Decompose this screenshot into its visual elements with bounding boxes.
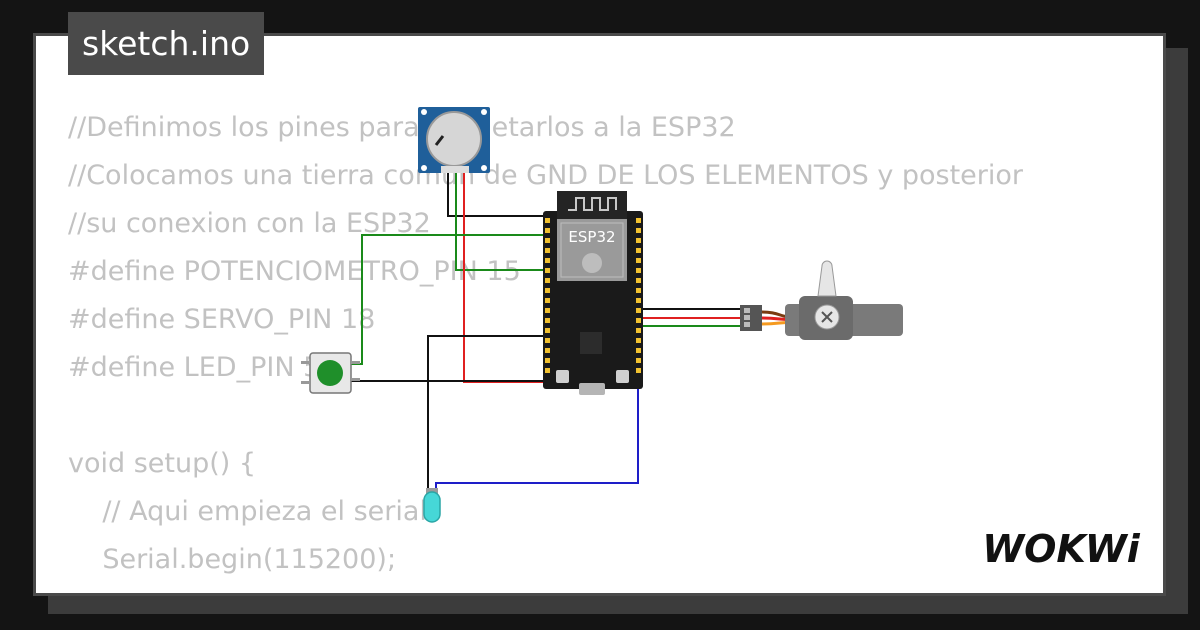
potentiometer-knob-indicator	[434, 135, 445, 146]
board-label: ESP32	[568, 228, 615, 246]
wire-red-pot-vcc	[463, 173, 546, 383]
potentiometer[interactable]	[418, 107, 490, 173]
boot-button[interactable]	[556, 370, 569, 383]
code-line: //Definimos los pines para concetarlos a…	[68, 112, 736, 143]
right-pin-header	[636, 218, 641, 373]
antenna-icon	[568, 197, 617, 211]
push-button[interactable]	[301, 352, 360, 394]
file-tab[interactable]: sketch.ino	[68, 12, 265, 75]
wire-black-led-gnd	[427, 335, 546, 495]
code-line: #define LED_PIN 5	[68, 352, 321, 383]
espressif-logo-icon	[582, 253, 602, 273]
esp32-board: ESP32	[543, 191, 643, 395]
wire-black-pot-gnd	[447, 173, 546, 217]
code-line: void setup() {	[68, 448, 257, 479]
code-line: // Aqui empieza el serial	[68, 496, 427, 527]
code-line: //Colocamos una tierra comun de GND DE L…	[68, 160, 1024, 191]
servo-motor[interactable]	[740, 260, 903, 340]
usb-port	[579, 383, 605, 395]
code-line: #define SERVO_PIN 18	[68, 304, 376, 335]
en-button[interactable]	[616, 370, 629, 383]
wokwi-logo[interactable]: WOKWi	[975, 528, 1147, 574]
wokwi-logo-text: WOKWi	[982, 528, 1141, 571]
wire-green-pot-signal	[455, 173, 546, 271]
code-line: Serial.begin(115200);	[68, 544, 397, 575]
code-line: #define POTENCIOMETRO_PIN 15	[68, 256, 521, 287]
led[interactable]	[423, 488, 441, 523]
left-pin-header	[545, 218, 550, 373]
code-preview: //Definimos los pines para concetarlos a…	[68, 104, 1023, 584]
code-line: //su conexion con la ESP32	[68, 208, 431, 239]
